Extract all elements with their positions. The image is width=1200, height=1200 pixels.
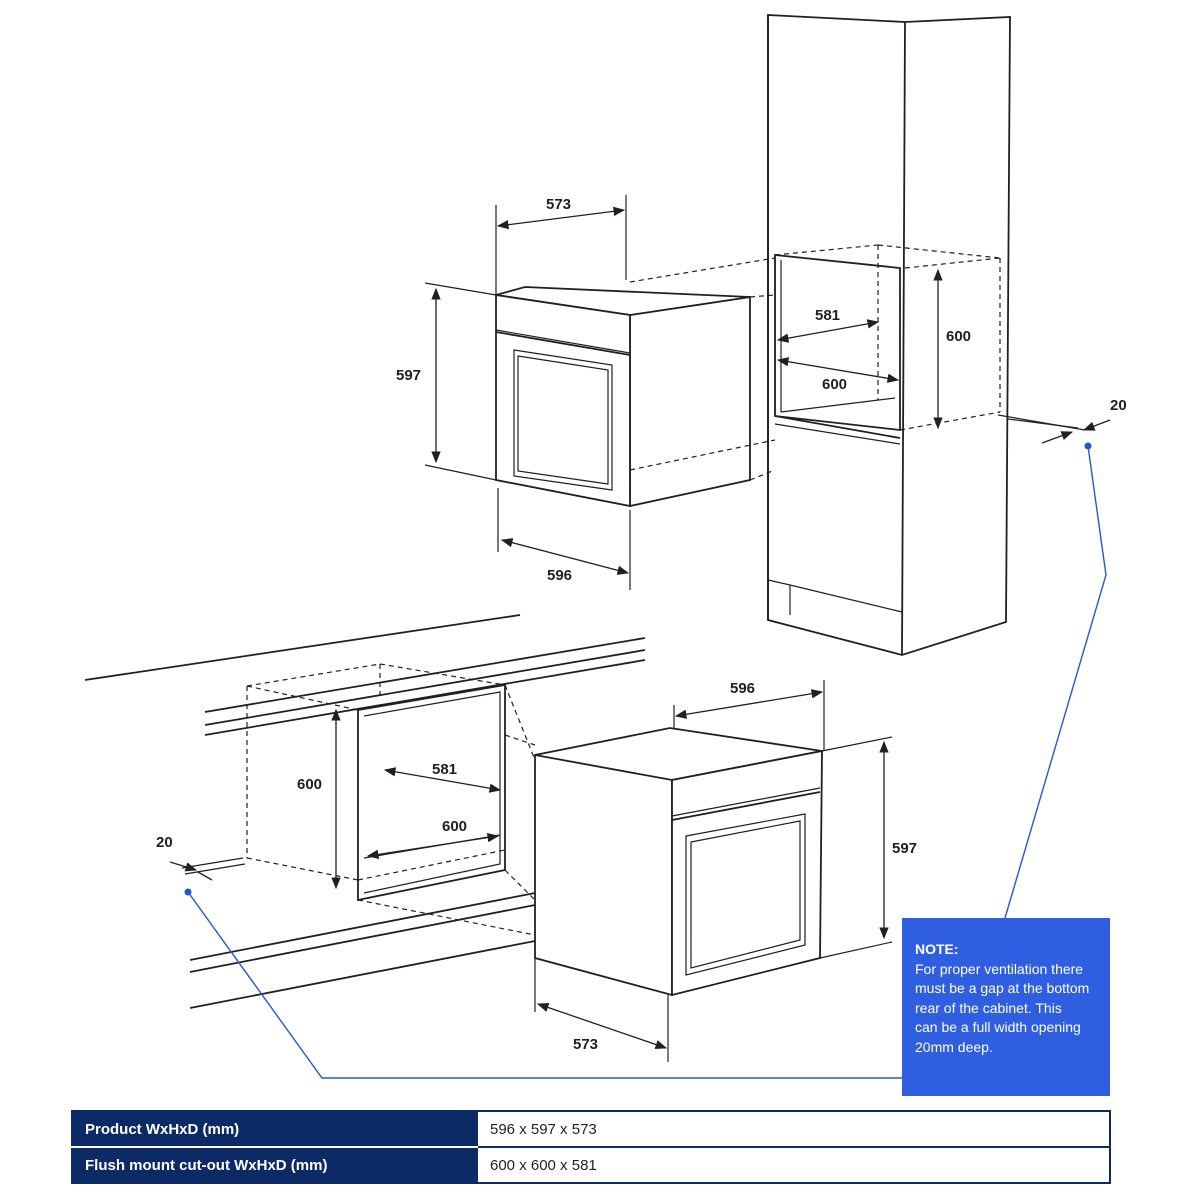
top-oven-width-label: 596 [547, 567, 572, 584]
bench-cutout-depth-label: 581 [432, 761, 457, 778]
top-oven-height-label: 597 [396, 367, 421, 384]
note-title: NOTE: [915, 941, 959, 957]
note-line: rear of the cabinet. This [915, 999, 1062, 1016]
under-bench-cutout [246, 663, 536, 936]
benchtop-lines [84, 614, 646, 1009]
bench-vent-gap-label: 20 [156, 834, 173, 851]
under-bench-dims [169, 680, 893, 1062]
cabinet-cutout-width-label: 600 [822, 376, 847, 393]
cabinet-cutout-depth-label: 581 [815, 307, 840, 324]
ventilation-note: NOTE: For proper ventilation there must … [902, 918, 1110, 1096]
top-oven-depth-label: 573 [546, 196, 571, 213]
bottom-oven-depth-label: 573 [573, 1036, 598, 1053]
top-oven-dims [424, 195, 631, 590]
bottom-oven-width-label: 596 [730, 680, 755, 697]
spec-label-product: Product WxHxD (mm) [71, 1110, 478, 1148]
note-line: 20mm deep. [915, 1038, 993, 1055]
spec-table: Product WxHxD (mm) 596 x 597 x 573 Flush… [71, 1110, 1111, 1184]
bench-cutout-height-label: 600 [297, 776, 322, 793]
table-row: Flush mount cut-out WxHxD (mm) 600 x 600… [71, 1146, 1111, 1184]
bench-cutout-width-label: 600 [442, 818, 467, 835]
vent-callout-lines [187, 445, 1107, 1079]
note-line: For proper ventilation there [915, 960, 1084, 977]
bottom-oven-height-label: 597 [892, 840, 917, 857]
spec-label-cutout: Flush mount cut-out WxHxD (mm) [71, 1146, 478, 1184]
cabinet-cutout-height-label: 600 [946, 328, 971, 345]
cabinet-vent-gap-label: 20 [1110, 397, 1127, 414]
top-oven [495, 257, 776, 508]
table-row: Product WxHxD (mm) 596 x 597 x 573 [71, 1110, 1111, 1148]
note-line: must be a gap at the bottom [915, 980, 1090, 996]
bottom-oven [534, 727, 823, 997]
note-line: can be a full width opening [915, 1019, 1081, 1035]
spec-value-product: 596 x 597 x 573 [476, 1110, 1111, 1148]
spec-value-cutout: 600 x 600 x 581 [476, 1146, 1111, 1184]
tall-cabinet-dims [776, 268, 1111, 450]
